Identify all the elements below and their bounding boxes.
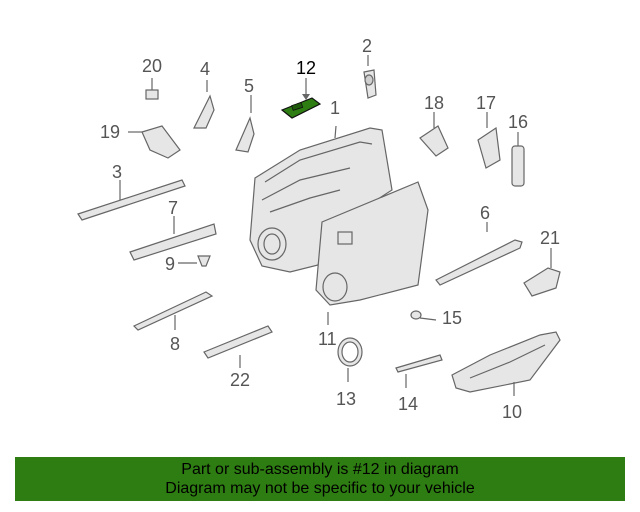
banner-line-1: Part or sub-assembly is #12 in diagram [181,461,459,478]
part-18-handle-cover [419,112,449,157]
callout-10: 10 [502,402,522,422]
part-20-bolt [145,78,159,100]
callout-22: 22 [230,370,250,390]
part-11-inner-panel [315,181,429,325]
part-14-bracket [395,354,443,388]
part-19-switch-block [128,125,181,159]
part-2-lock-knob [363,55,377,99]
callout-19: 19 [100,122,120,142]
callout-13: 13 [336,389,356,409]
callout-7: 7 [168,198,178,218]
callout-5: 5 [244,76,254,96]
part-6-armrest-strip [435,222,523,286]
part-17-handle [477,112,501,169]
part-21-pocket [523,248,561,297]
callout-3: 3 [112,162,122,182]
part-13-speaker-ring [337,337,363,382]
callout-1: 1 [330,98,340,118]
callout-12: 12 [296,58,316,78]
part-12-window-switch-highlighted [280,78,322,119]
banner-line-2: Diagram may not be specific to your vehi… [165,480,475,497]
callout-17: 17 [476,93,496,113]
part-22-sill-trim [203,325,273,368]
callout-9: 9 [165,254,175,274]
parts-diagram: 1 2 3 4 5 6 7 8 9 [77,36,561,422]
callout-8: 8 [170,334,180,354]
callout-6: 6 [480,203,490,223]
callout-11: 11 [318,329,337,349]
part-8-molding [132,291,214,331]
part-5-mirror-cover [235,95,255,153]
callout-21: 21 [540,228,560,248]
callout-18: 18 [424,93,444,113]
callout-16: 16 [508,112,528,132]
callout-15: 15 [442,308,462,328]
info-banner: Part or sub-assembly is #12 in diagram D… [15,457,625,501]
part-4-trim-piece [193,80,215,129]
part-10-door-pocket [451,331,561,396]
part-16-trim-strip [511,132,525,187]
callout-2: 2 [362,36,372,56]
part-1-door-trim-panel [249,125,393,273]
part-3-molding-strip [77,179,186,221]
callout-20: 20 [142,56,162,76]
callout-14: 14 [398,394,418,414]
part-7-molding-strip [129,216,217,261]
part-9-clip [178,255,211,267]
callout-4: 4 [200,59,210,79]
part-15-screw [410,310,437,321]
